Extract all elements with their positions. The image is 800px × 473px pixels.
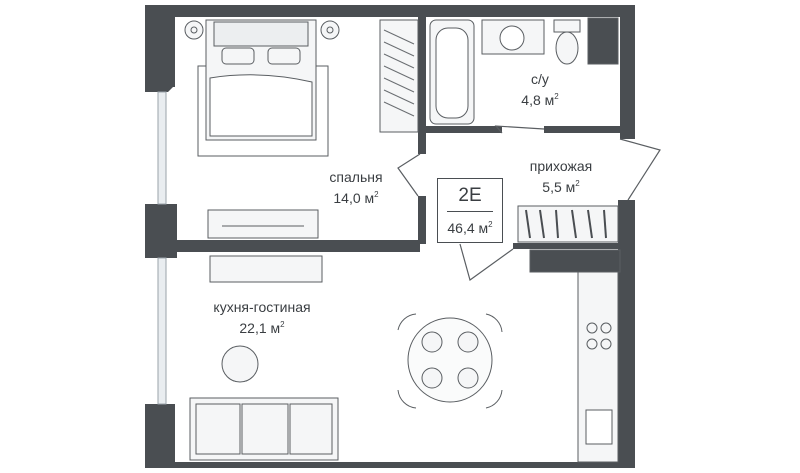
dining-table — [407, 317, 493, 403]
wardrobe-hangers — [383, 29, 415, 117]
wall-bottom — [145, 462, 635, 468]
chair-back-4 — [485, 389, 503, 409]
room-label-bedroom: спальня 14,0 м2 — [329, 169, 383, 206]
nightstand-right-lamp — [326, 26, 334, 34]
chair-back-2 — [485, 313, 503, 333]
walls — [145, 5, 635, 468]
wall-right-lower — [618, 200, 635, 468]
bench — [207, 209, 319, 239]
pillow-left — [221, 47, 255, 65]
toilet-tank — [553, 19, 581, 33]
room-name: кухня-гостиная — [213, 299, 311, 315]
nightstand-right — [320, 20, 340, 40]
room-area: 4,8 м — [521, 92, 555, 108]
hallway-furniture — [517, 205, 619, 243]
toilet-bowl — [555, 31, 579, 65]
nightstand-left — [184, 20, 204, 40]
tv-stand — [209, 255, 323, 283]
wall-bath-left — [418, 17, 426, 132]
room-area: 22,1 м — [239, 320, 281, 336]
wall-left-mid — [145, 204, 177, 258]
apartment-total-area: 46,4 — [447, 220, 475, 236]
badge-divider — [447, 211, 493, 212]
apartment-unit-power: 2 — [488, 220, 493, 229]
wall-left-top-jamb — [145, 85, 175, 92]
bathroom-fixtures — [429, 17, 619, 125]
room-area: 14,0 м — [333, 190, 375, 206]
window-bedroom — [157, 91, 167, 205]
bath-cabinet — [587, 17, 619, 65]
wall-bedroom-living — [177, 240, 420, 252]
bedroom-furniture — [184, 19, 419, 239]
apartment-unit: м — [478, 220, 489, 236]
room-name: спальня — [329, 169, 383, 185]
chair-1 — [421, 331, 443, 353]
bed-blanket — [209, 74, 313, 137]
apartment-badge: 2E 46,4 м2 — [437, 178, 503, 243]
kitchen-upper-cabinets — [529, 249, 621, 273]
hall-wardrobe-hangers — [525, 209, 607, 239]
room-label-bathroom: с/у 4,8 м2 — [521, 71, 559, 108]
chair-4 — [457, 367, 479, 389]
cooktop — [586, 322, 612, 350]
chair-back-1 — [397, 313, 417, 331]
room-area: 5,5 м — [542, 179, 576, 195]
sink-bowl — [499, 25, 525, 51]
door-entrance — [619, 138, 661, 201]
wardrobe — [379, 19, 419, 133]
wall-bath-bottom-right — [544, 126, 620, 133]
pillow-right — [267, 47, 301, 65]
door-bedroom — [397, 153, 421, 197]
door-living — [459, 243, 514, 281]
sofa-seat-3 — [289, 403, 333, 455]
windows — [157, 91, 167, 405]
coffee-table — [221, 345, 259, 383]
chair-2 — [457, 331, 479, 353]
bathtub-inner — [435, 27, 469, 119]
wall-top — [145, 5, 635, 17]
chair-3 — [421, 367, 443, 389]
wall-bath-stub — [418, 132, 426, 154]
wall-left-bottom — [145, 404, 175, 468]
living-furniture — [189, 255, 339, 461]
door-bathroom — [494, 125, 545, 134]
doors — [397, 125, 661, 281]
chair-back-3 — [397, 389, 417, 409]
dining-set — [397, 313, 503, 409]
wall-kitchen-top — [513, 243, 621, 249]
hall-wardrobe — [517, 205, 619, 243]
apartment-code: 2E — [458, 185, 482, 206]
room-label-hallway: прихожая 5,5 м2 — [529, 158, 593, 195]
room-label-living: кухня-гостиная 22,1 м2 — [213, 299, 311, 336]
kitchen-sink — [585, 409, 613, 445]
wall-right — [620, 5, 635, 139]
sofa-seat-1 — [195, 403, 241, 455]
kitchen-furniture — [529, 249, 621, 463]
bed-headboard — [213, 21, 309, 47]
sofa-seat-2 — [241, 403, 289, 455]
wall-left-top — [145, 5, 175, 87]
nightstand-left-lamp — [190, 26, 198, 34]
room-name: прихожая — [529, 158, 593, 174]
window-living — [157, 257, 167, 405]
wall-bedroom-stub — [418, 196, 426, 244]
room-name: с/у — [531, 71, 549, 87]
wall-bath-bottom-left — [418, 126, 502, 133]
